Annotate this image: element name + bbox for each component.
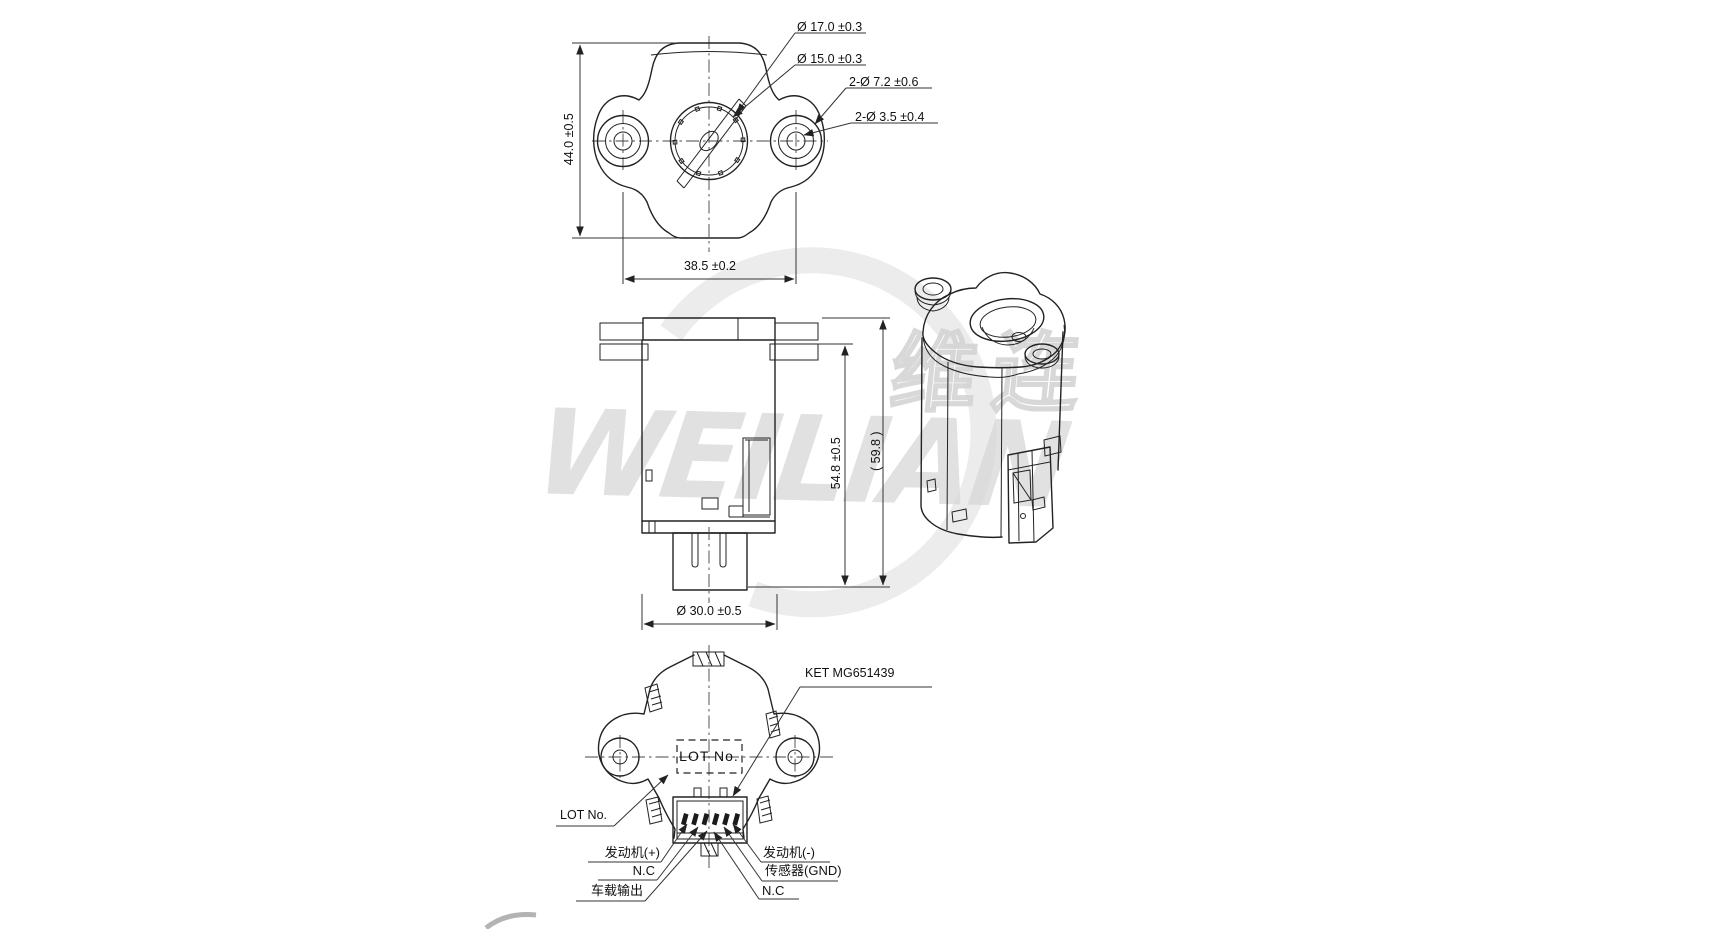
bottom-flange-ribs bbox=[648, 521, 656, 533]
ext-lines-side bbox=[748, 317, 890, 588]
side-view-drawing bbox=[599, 317, 890, 630]
iso-connector-bracket bbox=[1007, 435, 1062, 544]
dim-boss: 2-Ø 7.2 ±0.6 bbox=[849, 75, 919, 89]
flange-tab-left-1 bbox=[599, 322, 644, 341]
leader-dia17 bbox=[736, 32, 796, 114]
iso-flange-thickness-right bbox=[1017, 324, 1065, 375]
pin-label-vehicle-output: 车载输出 bbox=[590, 883, 643, 898]
side-connector bbox=[672, 532, 748, 591]
leader-engine-minus bbox=[732, 823, 762, 863]
ext-lines-385 bbox=[622, 192, 797, 284]
flange-tab-right-2 bbox=[769, 343, 819, 361]
top-view-drawing bbox=[572, 32, 938, 284]
isometric-view-drawing bbox=[914, 271, 1066, 544]
right-mounting-ear bbox=[769, 114, 823, 168]
leader-dia15 bbox=[732, 64, 796, 118]
iso-left-boss bbox=[914, 277, 952, 312]
ext-lines-44 bbox=[572, 42, 681, 239]
leader-engine-plus bbox=[660, 823, 688, 863]
bottom-top-tab bbox=[692, 651, 725, 667]
pin-label-nc-left: N.C bbox=[632, 863, 655, 878]
pin-label-sensor-gnd: 传感器(GND) bbox=[765, 863, 842, 878]
lot-label: LOT No. bbox=[560, 808, 608, 822]
bottom-right-ear bbox=[775, 737, 815, 777]
key-slot bbox=[676, 98, 747, 189]
dim-mount-hole: 2-Ø 3.5 ±0.4 bbox=[855, 110, 925, 124]
lot-marking-box bbox=[676, 739, 743, 774]
side-slot-assembly bbox=[728, 437, 771, 518]
ext-lines-dia30 bbox=[641, 594, 778, 630]
iso-right-boss bbox=[1024, 343, 1060, 369]
body-sides bbox=[641, 339, 776, 522]
dim-flange-to-bottom: 54.8 ±0.5 bbox=[828, 437, 843, 490]
iso-flange-plate bbox=[922, 271, 1066, 369]
flange-tab-right-1 bbox=[774, 322, 819, 341]
lot-marking-text: LOT No. bbox=[679, 748, 739, 764]
iso-body-seams bbox=[946, 361, 1003, 538]
bottom-connector bbox=[672, 787, 748, 857]
connector-model-label: KET MG651439 bbox=[805, 666, 895, 680]
leader-lot bbox=[613, 774, 669, 827]
dim-bore-outer: Ø 17.0 ±0.3 bbox=[797, 20, 863, 34]
iso-body-left bbox=[920, 337, 1003, 539]
dim-body-dia: Ø 30.0 ±0.5 bbox=[676, 604, 742, 618]
bottom-left-ear bbox=[600, 737, 640, 777]
bottom-view-drawing bbox=[556, 645, 932, 902]
left-mounting-ear bbox=[596, 114, 650, 168]
top-step-line bbox=[650, 51, 768, 56]
side-detail-notch bbox=[645, 469, 653, 482]
iso-bottom-tabs bbox=[926, 478, 1046, 523]
flange-tab-left-2 bbox=[599, 343, 649, 361]
bottom-ear-centerlines bbox=[619, 735, 796, 780]
dim-hole-spacing: 38.5 ±0.2 bbox=[683, 259, 737, 273]
watermark-swoosh-arc bbox=[660, 247, 997, 618]
pin-label-nc-right: N.C bbox=[762, 883, 785, 898]
central-bore bbox=[669, 98, 749, 189]
dim-overall-height: ( 59.8 ) bbox=[868, 431, 883, 471]
pin-label-engine-plus: 发动机(+) bbox=[604, 845, 660, 860]
side-detail-window bbox=[701, 497, 719, 510]
watermark-corner-fragment bbox=[484, 912, 537, 930]
leader-vehicle-output bbox=[644, 830, 708, 902]
leader-connector-model bbox=[732, 686, 801, 797]
iso-body-right bbox=[1057, 331, 1064, 471]
grip-pads bbox=[644, 683, 781, 825]
leader-nc-left bbox=[656, 826, 699, 881]
dim-body-height: 44.0 ±0.5 bbox=[561, 113, 576, 166]
leader-sensor-gnd bbox=[723, 826, 763, 882]
iso-flange-thickness-left bbox=[922, 335, 991, 378]
leader-boss bbox=[814, 87, 847, 125]
iso-flange-underside bbox=[989, 373, 1019, 378]
body-outline bbox=[592, 42, 826, 239]
leader-mount-hole bbox=[803, 122, 852, 137]
leader-nc-right bbox=[713, 831, 760, 900]
pin-label-engine-minus: 发动机(-) bbox=[763, 845, 815, 860]
iso-central-bore bbox=[969, 297, 1045, 346]
dim-bore-inner: Ø 15.0 ±0.3 bbox=[797, 52, 863, 66]
